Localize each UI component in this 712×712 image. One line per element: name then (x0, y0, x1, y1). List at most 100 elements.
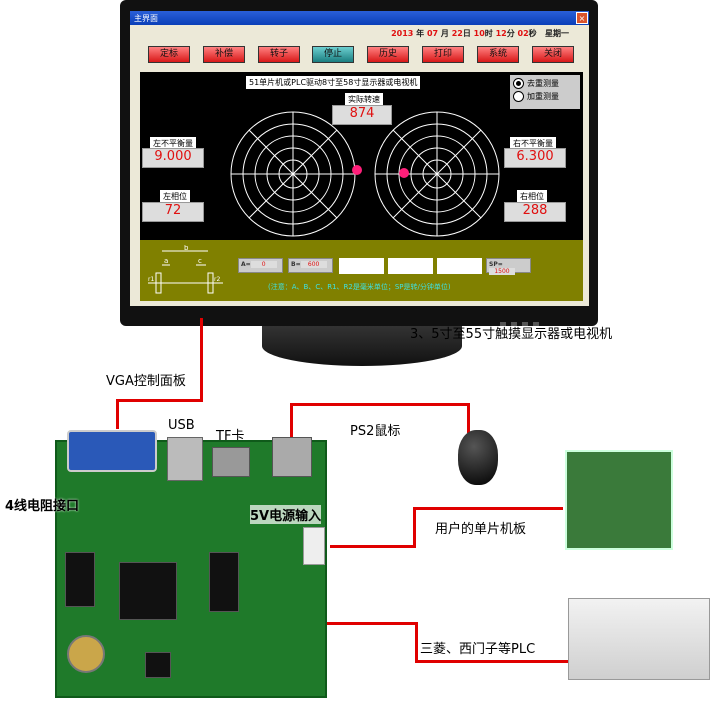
measure-mode: 去重测量 加重测量 (510, 75, 580, 109)
month: 07 (426, 29, 439, 38)
right-polar-plot (374, 111, 500, 237)
monitor-label: 3、5寸至55寸触摸显示器或电视机 (410, 327, 613, 342)
vga-connector (67, 430, 157, 472)
power-connector (303, 527, 325, 565)
param-a-input[interactable]: 0 (250, 261, 277, 268)
rotor-button[interactable]: 转子 (258, 46, 300, 63)
power-input-label: 5V电源输入 (250, 505, 322, 524)
battery (67, 635, 105, 673)
dim-c: c (198, 257, 202, 265)
close-icon[interactable]: × (576, 12, 588, 24)
radio-label: 加重测量 (527, 92, 559, 101)
param-a-label: A= (241, 261, 251, 268)
left-unbalance-point (352, 165, 362, 175)
right-unbalance-value: 6.300 (504, 148, 566, 168)
minute: 12 (495, 29, 507, 38)
system-button[interactable]: 系统 (477, 46, 519, 63)
app-window: 主界面 × 2013 年 07 月 22日 10时 12分 02秒 星期一 定标… (130, 11, 589, 306)
monitor-stand (262, 326, 462, 366)
radio-remove-weight[interactable]: 去重测量 (513, 78, 577, 89)
right-phase-value: 288 (504, 202, 566, 222)
ps2-connector (272, 437, 312, 477)
param-r2-input[interactable] (437, 258, 482, 274)
panel-caption: 51单片机或PLC驱动8寸至58寸显示器或电视机 (246, 76, 421, 89)
param-r1-input[interactable] (388, 258, 433, 274)
left-polar-plot (230, 111, 356, 237)
day-unit: 日 (462, 29, 471, 38)
mcu-board-image (565, 450, 673, 550)
left-phase-value: 72 (142, 202, 204, 222)
right-unbalance-label: 右不平衡量 (510, 137, 556, 150)
units-note: (注意：A、B、C、R1、R2是毫米单位；SP是转/分钟单位) (268, 283, 451, 291)
mcu-board-label: 用户的单片机板 (435, 522, 527, 537)
measurement-panel: 51单片机或PLC驱动8寸至58寸显示器或电视机 实际转速 874 去重测量 加… (140, 72, 583, 240)
plc-label: 三菱、西门子等PLC (420, 642, 536, 657)
usb-label: USB (168, 418, 195, 433)
calibrate-button[interactable]: 定标 (148, 46, 190, 63)
monitor-buttons (500, 311, 570, 326)
ps2-cable-segment (467, 403, 470, 433)
vga-cable-segment (116, 399, 119, 429)
year-unit: 年 (416, 29, 425, 38)
usb-connector (167, 437, 203, 481)
hour-unit: 时 (484, 29, 493, 38)
dim-b: b (184, 245, 189, 252)
cpu-chip (119, 562, 177, 620)
plc-cable (305, 622, 417, 625)
year: 2013 (391, 29, 414, 38)
left-unbalance-label: 左不平衡量 (150, 137, 196, 150)
second: 02 (517, 29, 529, 38)
left-unbalance-value: 9.000 (142, 148, 204, 168)
left-phase-label: 左相位 (160, 190, 190, 203)
dim-r2: r2 (214, 276, 220, 283)
compensate-button[interactable]: 补偿 (203, 46, 245, 63)
plc-cable-segment (415, 622, 418, 662)
controller-chip (145, 652, 171, 678)
vga-cable-segment (116, 399, 203, 402)
mouse-image (458, 430, 498, 485)
param-sp-label: SP= (489, 261, 503, 268)
param-sp-input[interactable]: 1500 (489, 268, 515, 275)
stop-button[interactable]: 停止 (312, 46, 354, 63)
param-c-input[interactable] (339, 258, 384, 274)
radio-add-weight[interactable]: 加重测量 (513, 91, 577, 102)
vga-label: VGA控制面板 (106, 374, 186, 389)
ps2-cable-segment (290, 403, 293, 438)
polar-plots (230, 111, 500, 237)
param-b-label: B= (291, 261, 301, 268)
parameter-panel: b a c r1 r2 A=0 B=600 SP=1500 (注意：A、B、C、… (140, 240, 583, 301)
title-bar: 主界面 × (130, 11, 589, 25)
weekday: 星期一 (545, 29, 569, 38)
dim-a: a (164, 257, 168, 265)
hour: 10 (473, 29, 485, 38)
radio-unchecked-icon[interactable] (513, 91, 524, 102)
close-button[interactable]: 关闭 (532, 46, 574, 63)
second-unit: 秒 (528, 29, 537, 38)
param-sp[interactable]: SP=1500 (486, 258, 531, 275)
mcu-cable-segment (413, 507, 563, 510)
tf-slot (212, 447, 250, 477)
print-button[interactable]: 打印 (422, 46, 464, 63)
memory-chip (209, 552, 239, 612)
touch-interface-label: 4线电阻接口 (5, 499, 80, 514)
history-button[interactable]: 历史 (367, 46, 409, 63)
dim-r1: r1 (148, 276, 154, 283)
ps2-cable (290, 403, 470, 406)
memory-chip (65, 552, 95, 607)
minute-unit: 分 (506, 29, 515, 38)
param-b[interactable]: B=600 (288, 258, 333, 273)
control-board (55, 430, 327, 698)
rotor-dimension-diagram: b a c r1 r2 (148, 245, 223, 294)
vga-cable (200, 318, 203, 401)
param-b-input[interactable]: 600 (300, 261, 327, 268)
window-title: 主界面 (134, 14, 158, 23)
right-unbalance-point (399, 168, 409, 178)
radio-label: 去重测量 (527, 79, 559, 88)
mcu-cable-segment (413, 507, 416, 548)
param-a[interactable]: A=0 (238, 258, 283, 273)
right-phase-label: 右相位 (517, 190, 547, 203)
ps2-label: PS2鼠标 (350, 424, 401, 439)
day: 22 (451, 29, 463, 38)
radio-checked-icon[interactable] (513, 78, 524, 89)
speed-value: 874 (332, 105, 392, 125)
